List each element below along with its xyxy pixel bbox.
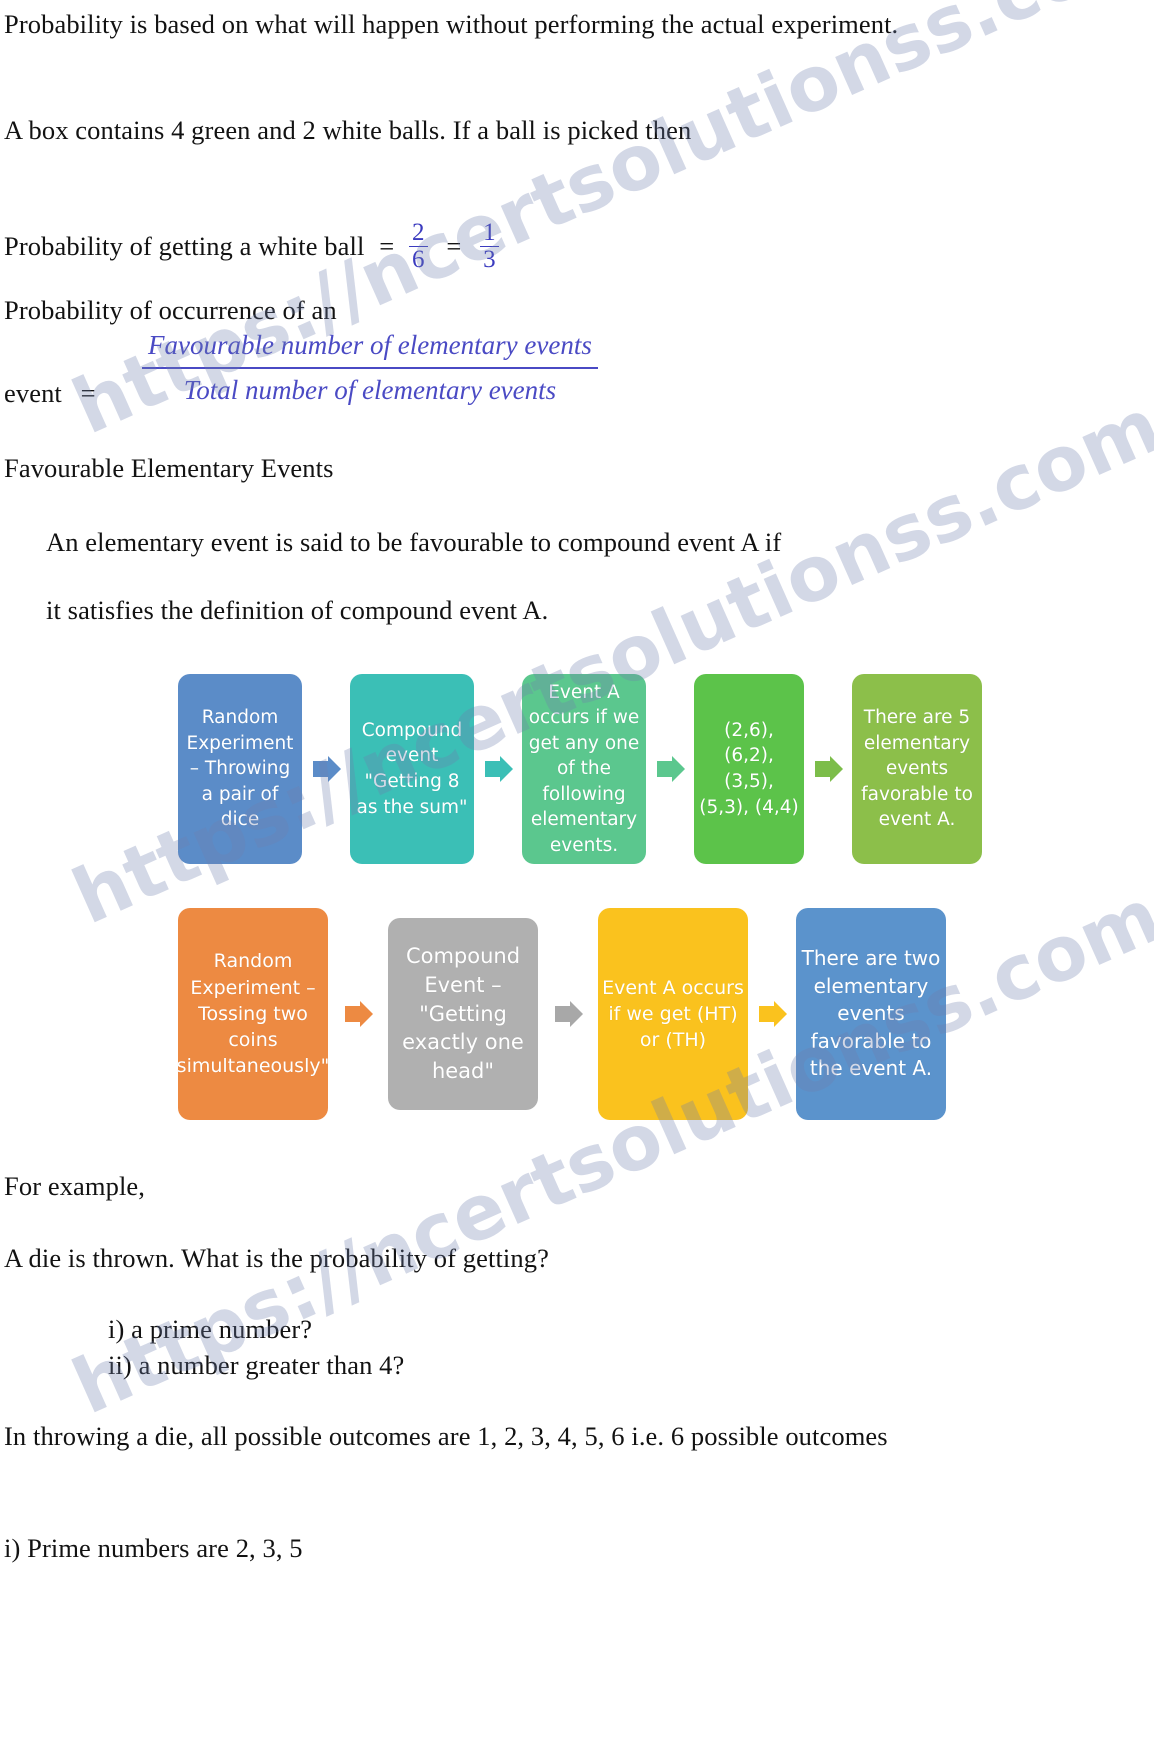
flow-box-two-favorable-events: There are two elementary events favorabl… — [796, 908, 946, 1120]
paragraph-possible-outcomes: In throwing a die, all possible outcomes… — [4, 1421, 888, 1451]
flow-box-random-experiment-dice: Random Experiment – Throwing a pair of d… — [178, 674, 302, 864]
flowchart-row-coins: Random Experiment – Tossing two coins si… — [177, 908, 946, 1120]
favourable-definition-line1: An elementary event is said to be favour… — [46, 527, 782, 557]
flowchart-row-dice: Random Experiment – Throwing a pair of d… — [178, 674, 982, 864]
flow-box-compound-event-sum8: Compound event "Getting 8 as the sum" — [350, 674, 474, 864]
fraction-two-sixths: 2 6 — [408, 219, 428, 274]
fraction-denominator: 3 — [480, 246, 499, 273]
paragraph-prime-numbers-answer: i) Prime numbers are 2, 3, 5 — [4, 1533, 303, 1563]
fraction-numerator: Favourable number of elementary events — [148, 330, 592, 360]
flow-box-event-a-occurs-coins: Event A occurs if we get (HT) or (TH) — [598, 908, 748, 1120]
probability-definition-fraction: Favourable number of elementary events T… — [142, 326, 598, 410]
flow-box-compound-event-one-head: Compound Event – "Getting exactly one he… — [388, 918, 538, 1110]
probability-white-ball-label: Probability of getting a white ball — [4, 230, 365, 261]
event-word: event — [4, 378, 62, 408]
equals-sign-1: = — [379, 230, 395, 261]
heading-favourable-elementary-events: Favourable Elementary Events — [4, 453, 334, 483]
paragraph-box-balls: A box contains 4 green and 2 white balls… — [4, 115, 692, 145]
probability-occurrence-line2: event = — [4, 375, 96, 413]
list-item-greater-than-four: ii) a number greater than 4? — [108, 1350, 405, 1380]
flow-box-event-a-occurs-dice: Event A occurs if we get any one of the … — [522, 674, 646, 864]
equals-sign-2: = — [446, 230, 462, 261]
fraction-one-third: 1 3 — [480, 219, 499, 274]
fraction-denominator: Total number of elementary events — [142, 367, 598, 410]
probability-occurrence-line1: Probability of occurrence of an — [4, 295, 337, 325]
paragraph-intro: Probability is based on what will happen… — [4, 9, 899, 39]
fraction-denominator: 6 — [408, 246, 428, 273]
paragraph-die-question: A die is thrown. What is the probability… — [4, 1243, 549, 1273]
flow-box-outcome-pairs: (2,6), (6,2), (3,5), (5,3), (4,4) — [694, 674, 804, 864]
flow-box-five-favorable-events: There are 5 elementary events favorable … — [852, 674, 982, 864]
fraction-numerator: 1 — [483, 219, 496, 246]
list-item-prime-number: i) a prime number? — [108, 1314, 313, 1344]
probability-white-ball-line: Probability of getting a white ball = 2 … — [4, 219, 1064, 276]
paragraph-for-example: For example, — [4, 1171, 146, 1201]
fraction-numerator: 2 — [411, 219, 425, 246]
flow-box-random-experiment-coins: Random Experiment – Tossing two coins si… — [177, 908, 329, 1120]
equals-sign-3: = — [80, 378, 96, 408]
favourable-definition-line2: it satisfies the definition of compound … — [46, 595, 549, 625]
